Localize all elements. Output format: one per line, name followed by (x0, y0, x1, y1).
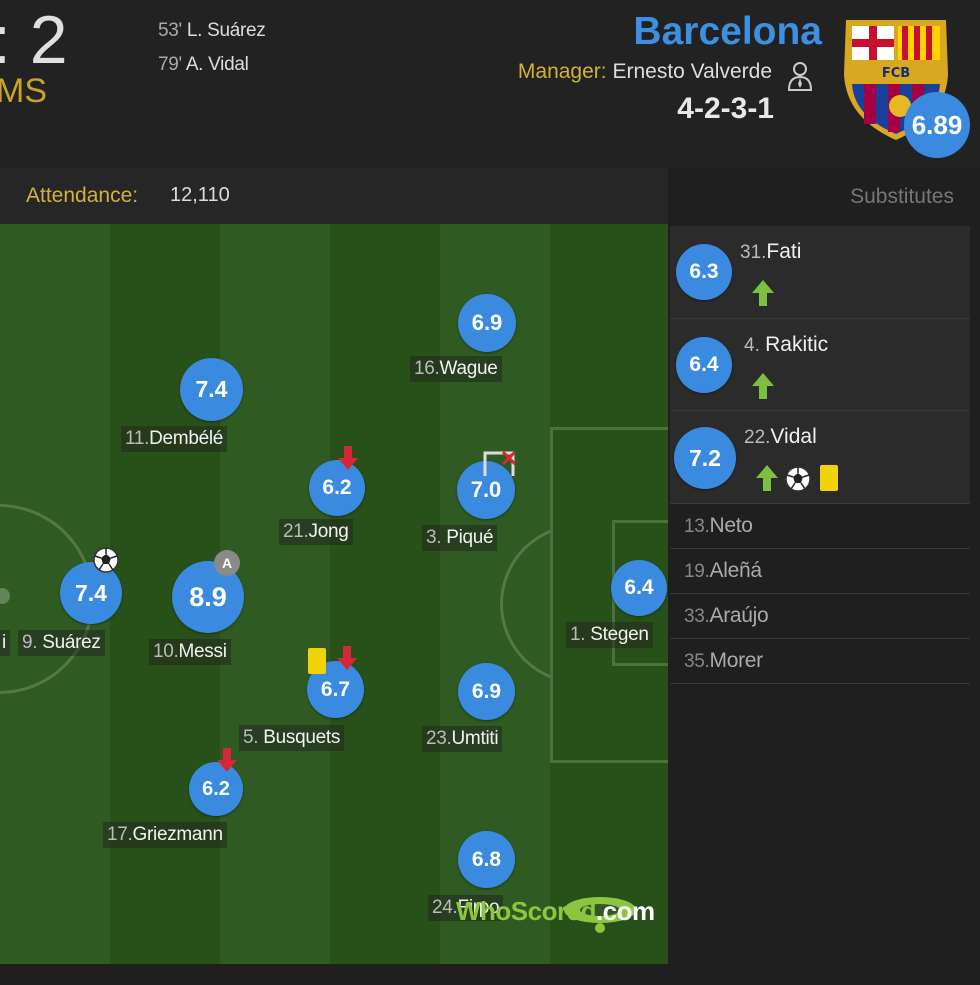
bench-row[interactable]: 33.Araújo (670, 594, 970, 639)
player-label[interactable]: 24.Firpo (428, 895, 504, 921)
pitch (0, 224, 668, 964)
formation: 4-2-3-1 (677, 92, 774, 125)
goal-event: 79' A. Vidal (158, 54, 249, 76)
bench-player-name: 13.Neto (684, 514, 753, 537)
substitute-name: 22.Vidal (744, 425, 817, 448)
info-bar (0, 168, 668, 224)
whoscored-logo-icon (564, 897, 636, 933)
team-crest: FCB (844, 20, 948, 140)
player-rating-badge[interactable]: 6.2 (189, 762, 243, 816)
center-spot (0, 588, 10, 604)
crest-text: FCB (882, 66, 910, 81)
team-rating-badge: 6.89 (904, 92, 970, 158)
player-rating-badge: 6.4 (676, 337, 732, 393)
substitute-name: 31.Fati (740, 240, 802, 263)
bench-player-name: 19.Aleñá (684, 559, 762, 582)
match-header (0, 0, 980, 168)
bench-player-name: 33.Araújo (684, 604, 769, 627)
player-label[interactable]: 3. Piqué (422, 525, 498, 551)
substitute-name: 4. Rakitic (744, 333, 829, 356)
manager-info: Manager: Ernesto Valverde (518, 60, 772, 84)
player-rating-badge[interactable]: 6.7 (307, 661, 364, 718)
match-status: MS (0, 72, 47, 110)
player-rating-badge: 6.3 (676, 244, 732, 300)
goal-minute: 53' (158, 20, 182, 41)
player-rating-badge: 7.2 (674, 427, 736, 489)
player-label[interactable]: 16.Wague (410, 356, 502, 382)
player-rating-badge[interactable]: 8.9 (172, 561, 244, 633)
goal-minute: 79' (158, 54, 182, 75)
bench-row[interactable]: 13.Neto (670, 504, 970, 549)
attendance-value: 12,110 (170, 184, 230, 206)
bench-row[interactable]: 19.Aleñá (670, 549, 970, 594)
player-label[interactable]: 11.Dembélé (121, 426, 228, 452)
soccer-ball-icon (785, 466, 811, 492)
substitutes-header (668, 168, 980, 224)
manager-label: Manager: (517, 60, 607, 83)
substitutes-title: Substitutes (850, 185, 954, 208)
player-label[interactable]: 1. Stegen (566, 622, 653, 648)
player-rating-badge[interactable]: 7.4 (60, 562, 122, 624)
soccer-ball-icon (93, 547, 119, 573)
goal-scorer[interactable]: L. Suárez (186, 20, 266, 41)
player-rating-badge[interactable]: 6.2 (309, 460, 365, 516)
manager-icon (787, 62, 813, 91)
bench-row[interactable]: 35.Morer (670, 639, 970, 684)
goal-scorer[interactable]: A. Vidal (185, 54, 249, 75)
substitute-row[interactable]: 6.4 4. Rakitic (670, 319, 970, 411)
arrow-up-icon (752, 280, 774, 306)
match-score: : 2 (0, 2, 68, 78)
player-rating-badge[interactable]: 7.0 (457, 461, 515, 519)
arrow-down-icon (217, 748, 237, 772)
whoscored-logo[interactable]: WhoScored.com (456, 896, 655, 926)
player-rating-badge[interactable]: 6.9 (458, 294, 516, 352)
goal-frame-icon (483, 450, 517, 476)
player-rating-badge[interactable]: 7.4 (180, 358, 243, 421)
arrow-up-icon (752, 373, 774, 399)
player-label[interactable]: 21.Jong (279, 519, 353, 545)
manager-name[interactable]: Ernesto Valverde (612, 60, 772, 83)
substitute-row[interactable]: 7.2 22.Vidal (670, 411, 970, 504)
yellow-card-icon (308, 648, 326, 674)
attendance-label: Attendance: (26, 184, 139, 207)
player-rating-badge[interactable]: 6.8 (458, 831, 515, 888)
substitute-row[interactable]: 6.3 31.Fati (670, 226, 970, 319)
team-name[interactable]: Barcelona (633, 10, 822, 53)
player-label[interactable]: 10.Messi (149, 639, 231, 665)
player-label[interactable]: 17.Griezmann (103, 822, 227, 848)
captain-icon: A (214, 550, 240, 576)
arrow-down-icon (337, 646, 357, 670)
player-name-partial: i (0, 630, 10, 656)
player-label[interactable]: 23.Umtiti (422, 726, 503, 752)
goal-event: 53' L. Suárez (158, 20, 266, 42)
player-label[interactable]: 5. Busquets (239, 725, 345, 751)
arrow-down-icon (338, 446, 358, 470)
arrow-up-icon (756, 465, 778, 491)
player-rating-badge[interactable]: 6.9 (458, 663, 515, 720)
player-rating-badge[interactable]: 6.4 (611, 560, 667, 616)
player-label[interactable]: 9. Suárez (18, 630, 105, 656)
yellow-card-icon (820, 465, 838, 491)
bench-player-name: 35.Morer (684, 649, 763, 672)
